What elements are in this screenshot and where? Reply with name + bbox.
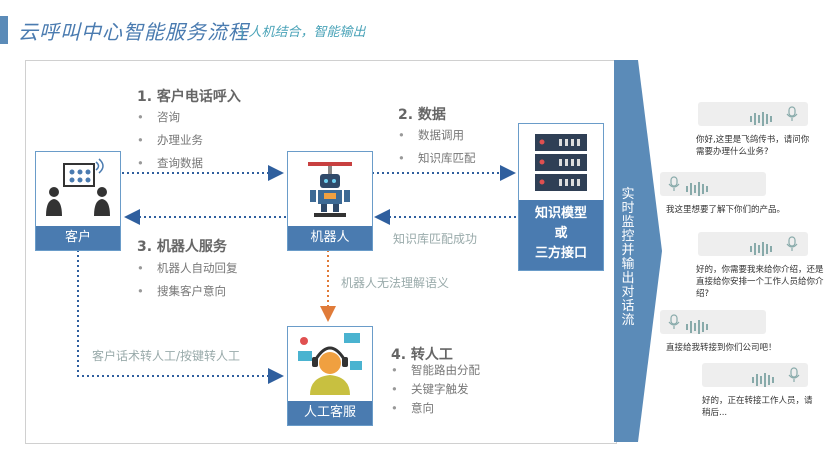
voice-wave-icon [750, 108, 774, 127]
note-cannot-understand: 机器人无法理解语义 [341, 276, 450, 290]
arrow-customer-to-agent [77, 250, 284, 384]
list-item: 知识库匹配 [398, 147, 476, 170]
voice-wave-icon [752, 369, 776, 388]
voice-wave-icon [750, 238, 774, 257]
list-item: 机器人自动回复 [137, 257, 238, 280]
customer-icon [46, 158, 110, 216]
list-item: 数据调用 [398, 124, 476, 147]
chat-message-1: 你好,这里是飞鸽传书，请问你需要办理什么业务? [696, 135, 810, 157]
step2-list: 数据调用 知识库匹配 [398, 124, 476, 170]
step1-list: 咨询 办理业务 查询数据 [137, 106, 203, 175]
step1-title: 1. 客户电话呼入 [137, 89, 241, 105]
voice-message-bubble[interactable] [698, 232, 808, 256]
note-transfer: 客户话术转人工/按键转人工 [92, 349, 241, 363]
step4-list: 智能路由分配 关键字触发 意向 [391, 361, 480, 418]
step4-title: 4. 转人工 [391, 347, 453, 363]
microphone-icon [668, 176, 680, 191]
customer-label: 客户 [36, 226, 120, 250]
monitor-band-arrow [614, 60, 662, 442]
chat-message-3: 好的，你需要我来给你介绍，还是直接给你安排一个工作人员给你介绍? [696, 265, 824, 299]
knowledge-label: 知识模型 或 三方接口 [519, 200, 603, 270]
title-accent-bar [0, 16, 8, 44]
microphone-icon [788, 367, 800, 382]
chat-message-2: 我这里想要了解下你们的产品。 [666, 205, 786, 215]
agent-label: 人工客服 [288, 401, 372, 425]
voice-message-bubble[interactable] [698, 102, 808, 126]
agent-node: 人工客服 [287, 326, 373, 426]
list-item: 查询数据 [137, 152, 203, 175]
robot-icon [308, 162, 352, 217]
chat-transcript: 你好,这里是飞鸽传书，请问你需要办理什么业务? 我这里想要了解下你们的产品。 好… [652, 90, 828, 466]
microphone-icon [786, 106, 798, 121]
voice-message-bubble[interactable] [660, 172, 766, 196]
customer-node: 客户 [35, 151, 121, 251]
microphone-icon [668, 314, 680, 329]
voice-wave-icon [686, 178, 710, 197]
page-title: 云呼叫中心智能服务流程 [18, 20, 249, 44]
list-item: 关键字触发 [391, 380, 480, 399]
knowledge-label-line1: 知识模型 [534, 206, 587, 221]
step3-list: 机器人自动回复 搜集客户意向 [137, 257, 238, 303]
monitor-band-label: 实时监控并输出对话流 [621, 187, 635, 328]
note-match-success: 知识库匹配成功 [393, 232, 478, 246]
customer-service-agent-icon [298, 333, 362, 395]
list-item: 搜集客户意向 [137, 280, 238, 303]
voice-message-bubble[interactable] [702, 363, 808, 387]
server-icon [535, 134, 587, 191]
knowledge-label-line3: 三方接口 [534, 246, 587, 261]
list-item: 咨询 [137, 106, 203, 129]
knowledge-label-line2: 或 [554, 226, 568, 241]
chat-message-5: 好的，正在转接工作人员，请稍后... [702, 396, 813, 418]
list-item: 智能路由分配 [391, 361, 480, 380]
step3-title: 3. 机器人服务 [137, 239, 227, 255]
voice-wave-icon [686, 316, 710, 335]
chat-message-4: 直接给我转接到你们公司吧！ [666, 343, 777, 353]
step2-title: 2. 数据 [398, 107, 446, 123]
list-item: 办理业务 [137, 129, 203, 152]
robot-label: 机器人 [288, 226, 372, 250]
voice-message-bubble[interactable] [660, 310, 766, 334]
knowledge-node: 知识模型 或 三方接口 [518, 123, 604, 271]
microphone-icon [786, 236, 798, 251]
robot-node: 机器人 [287, 151, 373, 251]
page-subtitle: | 人机结合，智能输出 [240, 25, 366, 40]
list-item: 意向 [391, 399, 480, 418]
